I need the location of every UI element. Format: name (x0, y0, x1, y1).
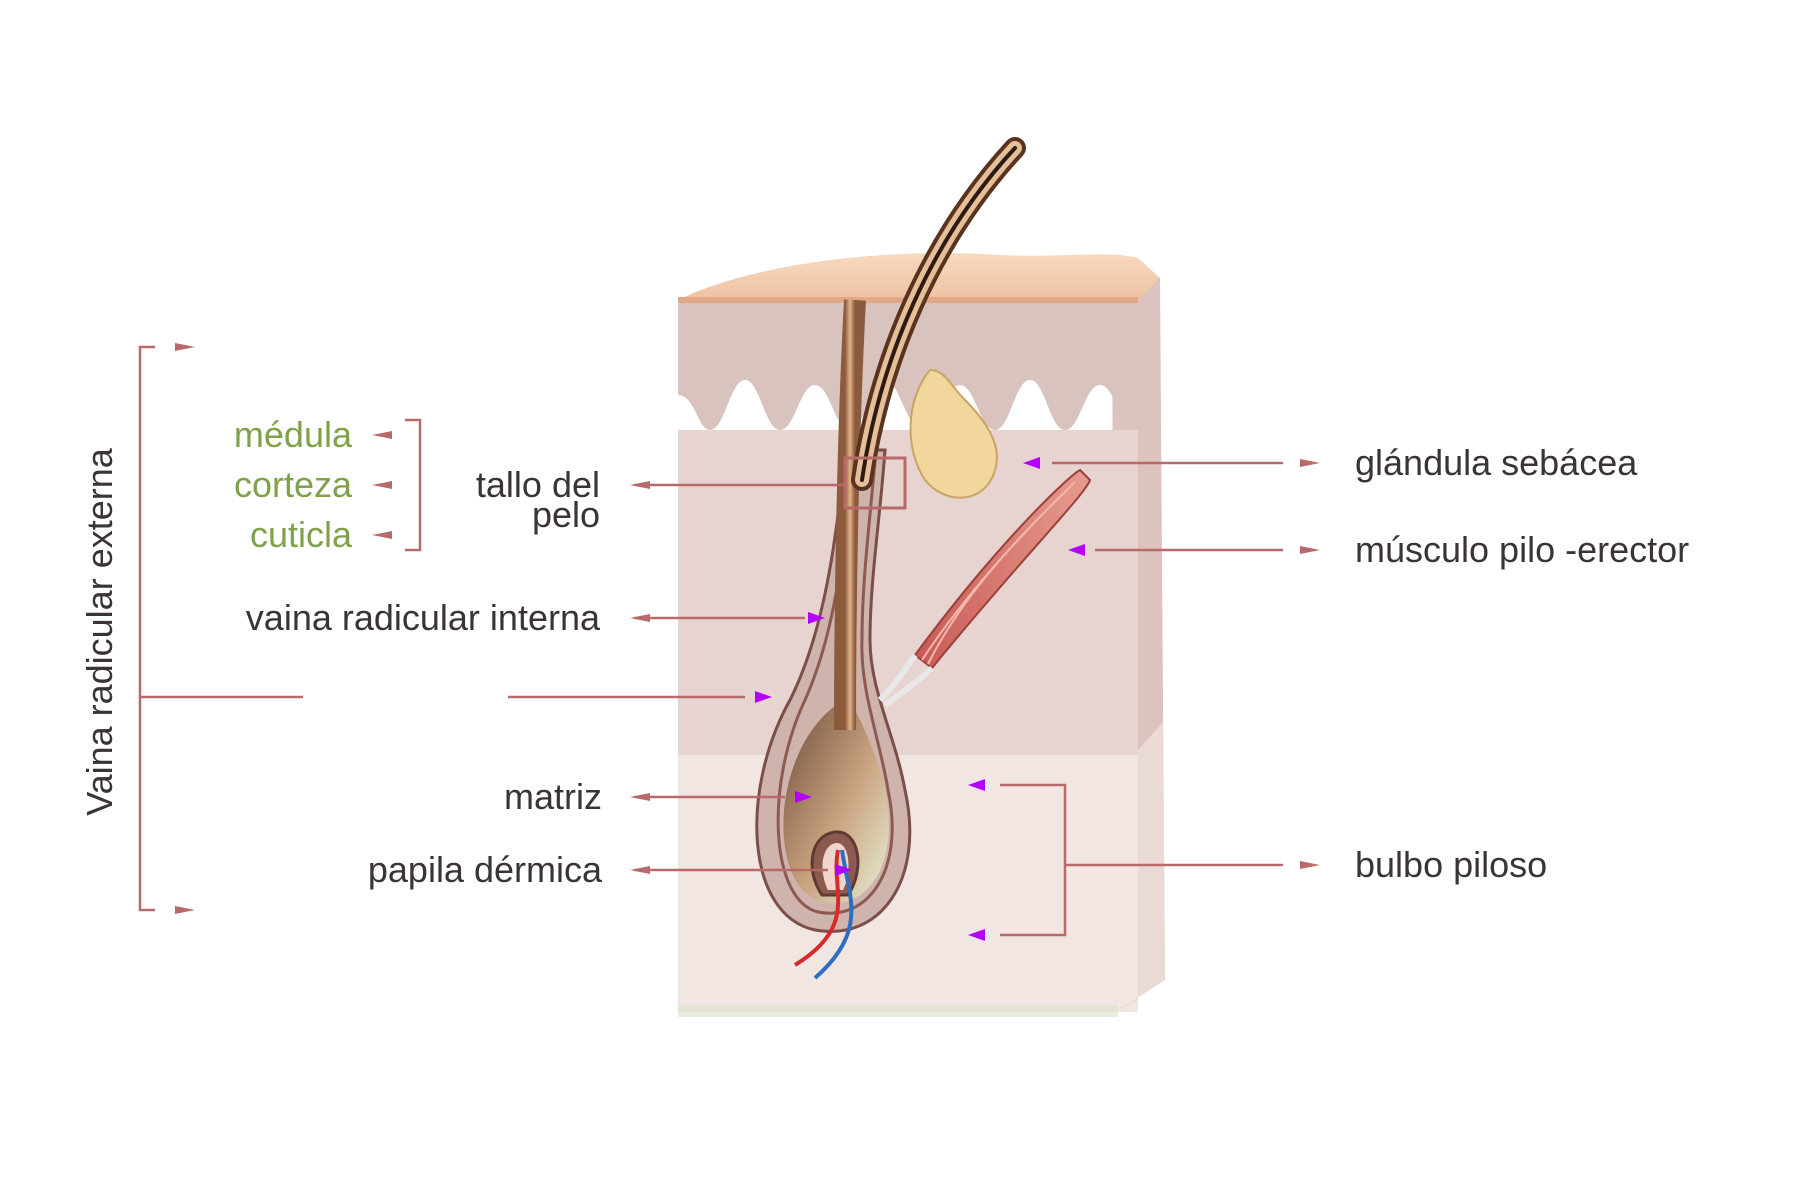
hair-shaft (843, 137, 1026, 510)
pointer-bulbo-bottom (968, 929, 985, 941)
arrow-tallo (630, 481, 650, 489)
artery (793, 849, 841, 967)
sebaceous-gland (909, 368, 998, 499)
pointer-bulbo-top (968, 779, 985, 791)
hypodermis-side (1115, 722, 1165, 1012)
label-glandula: glándula sebácea (1355, 442, 1638, 483)
muscle-tendon (877, 653, 935, 708)
pointer-vaina-externa (755, 691, 772, 703)
shaft-detail-box (843, 456, 907, 510)
label-vaina-interna: vaina radicular interna (245, 597, 600, 638)
hair-follicle (755, 299, 912, 980)
arrow-outer-top (175, 343, 195, 351)
outer-sheath-bracket (138, 345, 155, 912)
arrow-corteza (372, 481, 392, 489)
pointer-vaina-interna (808, 612, 825, 624)
skin-block (678, 253, 1165, 1017)
label-arrows (175, 343, 1320, 914)
pointer-papila (835, 864, 852, 876)
arrow-vaina-interna (630, 614, 650, 622)
label-bulbo: bulbo piloso (1355, 844, 1548, 885)
pointer-matriz (795, 791, 812, 803)
muscle-fibers (921, 481, 1076, 665)
label-medula: médula (233, 414, 352, 455)
block-bottom-edge (678, 1005, 1118, 1017)
pointer-glandula (1023, 457, 1040, 469)
label-vaina-externa: Vaina radicular externa (79, 448, 120, 816)
inner-root-sheath (776, 448, 894, 915)
arrow-musculo (1300, 546, 1320, 554)
label-tallo-line1: tallo del (475, 464, 600, 505)
label-corteza: corteza (233, 464, 352, 505)
leader-lines (138, 345, 1283, 937)
hair-bulb (783, 700, 889, 904)
arrow-cuticula (372, 531, 392, 539)
arrow-bulbo (1300, 861, 1320, 869)
label-matriz: matriz (504, 776, 602, 817)
arrow-glandula (1300, 459, 1320, 467)
label-papila: papila dérmica (367, 849, 602, 890)
structure-pointers (755, 457, 1085, 941)
label-tallo-line2: pelo (531, 494, 600, 535)
arrector-pili-muscle (877, 468, 1092, 708)
hair-shaft-root (834, 299, 866, 731)
arrow-matriz (630, 793, 650, 801)
arrow-papila (630, 866, 650, 874)
hair-layers-bracket (405, 418, 422, 552)
hypodermis (678, 750, 1138, 1012)
label-cuticula: cuticla (249, 514, 352, 555)
pointer-musculo (1068, 544, 1085, 556)
arrow-outer-bottom (175, 906, 195, 914)
vein (813, 849, 854, 980)
arrow-medula (372, 431, 392, 439)
hair-shaft-medulla (860, 146, 1017, 482)
epidermis (678, 300, 1138, 430)
bulbo-bracket (1000, 783, 1067, 937)
label-musculo: músculo pilo -erector (1355, 529, 1690, 570)
